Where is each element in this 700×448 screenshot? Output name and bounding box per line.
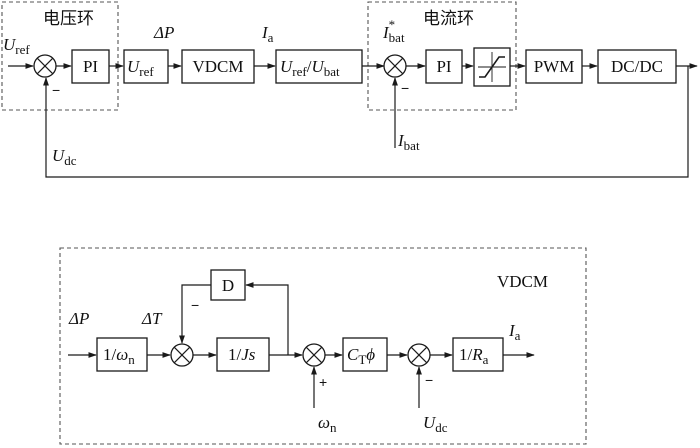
inverse-ra-block xyxy=(452,337,504,372)
damping-label: D xyxy=(222,276,234,295)
damping-feedback-in xyxy=(245,282,289,355)
pi2-label: PI xyxy=(436,57,451,76)
ct-phi-label: CTϕ xyxy=(347,345,375,367)
summing-junction-torque xyxy=(170,343,194,367)
voltage-loop-group xyxy=(1,1,119,111)
minus-sign-damping: − xyxy=(191,297,199,313)
current-loop-label: 电流环 xyxy=(423,9,474,29)
uref-input-label: Uref xyxy=(3,35,30,57)
delta-p-input-label: ΔP xyxy=(68,309,89,328)
plus-sign-omega: + xyxy=(319,374,327,390)
vdcm-detail-title: VDCM xyxy=(497,272,548,291)
omega-n-label: ωn xyxy=(318,413,337,435)
dcdc-label: DC/DC xyxy=(611,57,663,76)
vdcm-label: VDCM xyxy=(192,57,243,76)
ct-phi-block xyxy=(342,337,388,372)
ratio-label: Uref/Ubat xyxy=(280,57,340,79)
summing-junction-bottom-voltage xyxy=(407,343,431,367)
ibat-ref-label: Ibat* xyxy=(382,17,405,45)
summing-junction-speed xyxy=(302,343,326,367)
uref-box-label: Uref xyxy=(127,57,154,79)
dcdc-converter-block xyxy=(597,49,677,84)
delta-p-label: ΔP xyxy=(153,23,174,42)
pwm-label: PWM xyxy=(534,57,575,76)
minus-sign-udc-feedback: − xyxy=(52,82,60,98)
delta-t-label: ΔT xyxy=(141,309,163,328)
udc-label-bottom: Udc xyxy=(423,413,448,435)
ia-label-top: Ia xyxy=(261,23,274,45)
vdcm-block xyxy=(181,49,255,84)
summing-junction-current xyxy=(383,54,407,78)
voltage-loop-label: 电压环 xyxy=(43,9,94,29)
current-loop-group xyxy=(367,1,517,111)
udc-label-top: Udc xyxy=(52,146,77,168)
inv-js-label: 1/Js xyxy=(228,345,256,364)
summing-junction-voltage xyxy=(33,54,57,78)
inv-ra-label: 1/Ra xyxy=(459,345,489,367)
saturation-limiter-block xyxy=(473,47,511,87)
inv-omega-label: 1/ωn xyxy=(103,345,135,367)
ia-output-label: Ia xyxy=(508,321,521,343)
damping-feedback-out xyxy=(179,284,211,344)
udc-feedback-path xyxy=(43,66,689,178)
uref-ubat-ratio-block xyxy=(275,49,363,84)
pi-controller-current xyxy=(425,49,463,84)
minus-sign-ibat: − xyxy=(401,80,409,96)
pi1-label: PI xyxy=(83,57,98,76)
ibat-label: Ibat xyxy=(397,131,420,153)
damping-block xyxy=(210,269,246,301)
vdcm-detail-group xyxy=(59,247,587,445)
minus-sign-udc-bottom: − xyxy=(425,372,433,388)
inverse-js-block xyxy=(216,337,270,372)
